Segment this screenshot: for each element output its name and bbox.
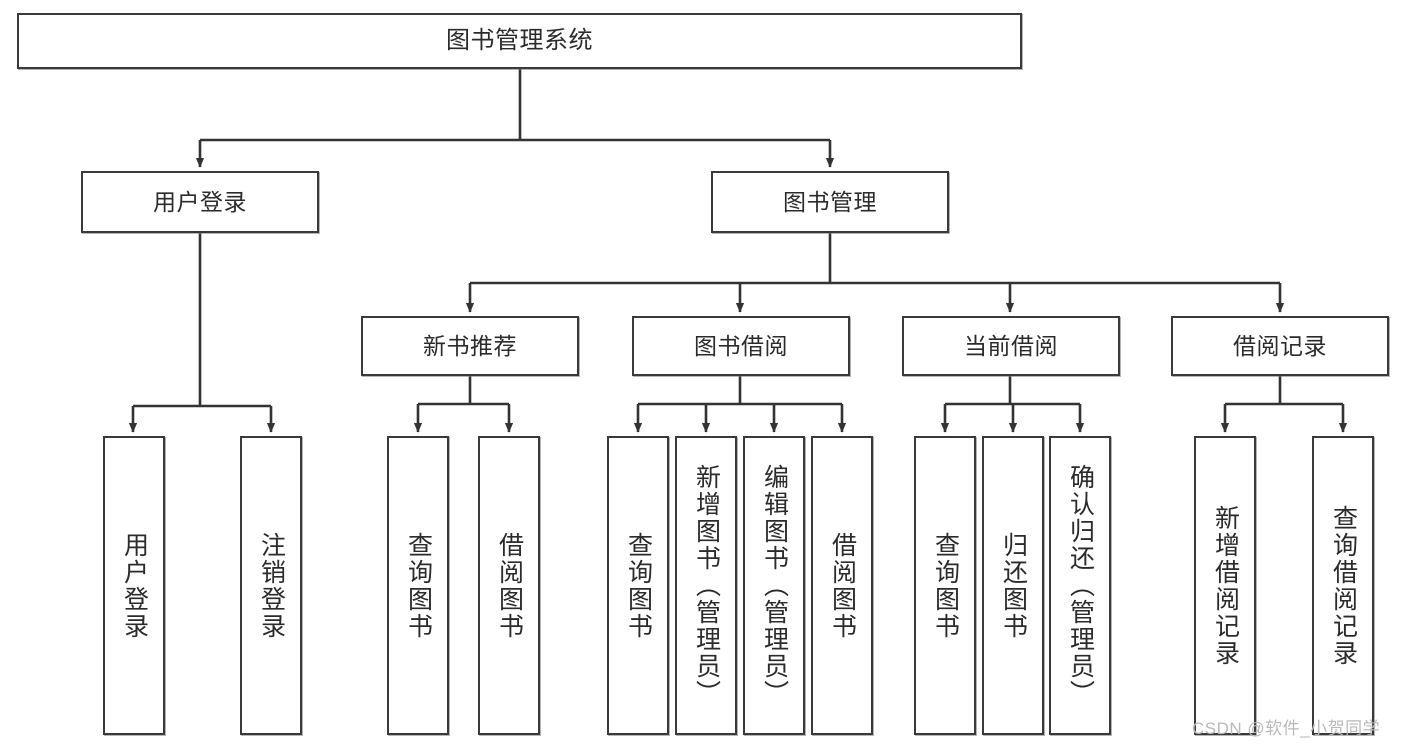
- node-label: 查询借阅记录: [1329, 504, 1358, 667]
- node-leaf-query-book-current[interactable]: 查询图书: [914, 436, 976, 735]
- node-label: 图书管理: [783, 188, 877, 215]
- node-leaf-add-borrow-record[interactable]: 新增借阅记录: [1194, 436, 1256, 735]
- node-label: 当前借阅: [964, 332, 1058, 359]
- node-leaf-user-login[interactable]: 用户登录: [103, 436, 165, 735]
- node-label: 借阅记录: [1233, 332, 1327, 359]
- node-leaf-borrow-book-recommend[interactable]: 借阅图书: [478, 436, 540, 735]
- node-leaf-edit-book-admin[interactable]: 编辑图书（管理员）: [743, 436, 805, 735]
- node-leaf-query-book-borrow[interactable]: 查询图书: [607, 436, 669, 735]
- node-label: 编辑图书（管理员）: [760, 464, 789, 707]
- node-user-login[interactable]: 用户登录: [81, 171, 319, 233]
- node-book-borrow[interactable]: 图书借阅: [632, 316, 850, 376]
- node-label: 用户登录: [153, 188, 247, 215]
- node-label: 查询图书: [404, 531, 433, 640]
- node-leaf-logout[interactable]: 注销登录: [240, 436, 302, 735]
- node-leaf-confirm-return-admin[interactable]: 确认归还（管理员）: [1049, 436, 1111, 735]
- node-leaf-query-book-recommend[interactable]: 查询图书: [387, 436, 449, 735]
- node-label: 新书推荐: [423, 332, 517, 359]
- node-label: 新增借阅记录: [1211, 504, 1240, 667]
- node-current-borrow[interactable]: 当前借阅: [902, 316, 1120, 376]
- node-label: 图书借阅: [694, 332, 788, 359]
- node-label: 查询图书: [624, 531, 653, 640]
- node-borrow-record[interactable]: 借阅记录: [1171, 316, 1389, 376]
- node-book-management[interactable]: 图书管理: [711, 171, 949, 233]
- node-leaf-add-book-admin[interactable]: 新增图书（管理员）: [675, 436, 737, 735]
- node-label: 用户登录: [120, 531, 149, 640]
- node-label: 借阅图书: [495, 531, 524, 640]
- node-label: 注销登录: [257, 531, 286, 640]
- node-label: 图书管理系统: [446, 27, 593, 55]
- node-label: 借阅图书: [828, 531, 857, 640]
- node-label: 新增图书（管理员）: [692, 464, 721, 707]
- node-leaf-borrow-book[interactable]: 借阅图书: [811, 436, 873, 735]
- node-label: 归还图书: [999, 531, 1028, 640]
- node-label: 查询图书: [931, 531, 960, 640]
- node-leaf-query-borrow-record[interactable]: 查询借阅记录: [1312, 436, 1374, 735]
- node-book-management-system[interactable]: 图书管理系统: [17, 13, 1022, 69]
- node-label: 确认归还（管理员）: [1066, 464, 1095, 707]
- node-leaf-return-book[interactable]: 归还图书: [982, 436, 1044, 735]
- node-new-book-recommend[interactable]: 新书推荐: [361, 316, 579, 376]
